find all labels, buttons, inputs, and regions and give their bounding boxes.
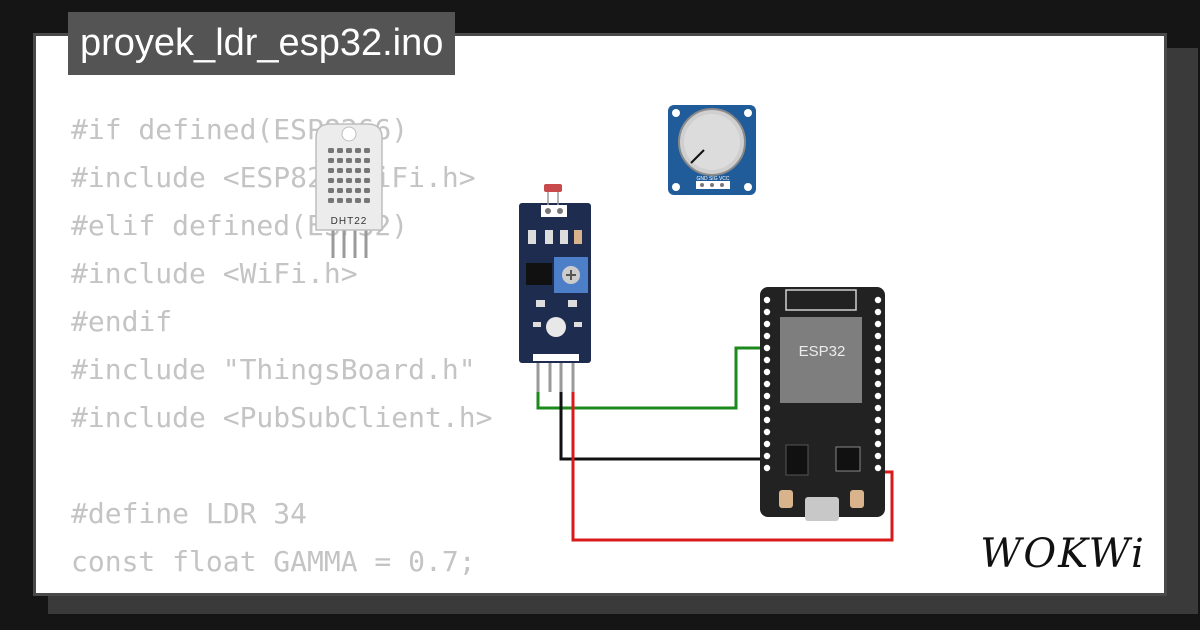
- esp32-pin: [763, 296, 771, 304]
- esp32-pin-headers: [763, 296, 882, 472]
- dht22-grille-hole: [364, 148, 370, 153]
- preview-card: #if defined(ESP8266)#include <ESP8266WiF…: [33, 33, 1167, 596]
- dht22-grille-hole: [328, 148, 334, 153]
- code-line: #include <WiFi.h>: [71, 257, 358, 290]
- dht22-grille-hole: [364, 158, 370, 163]
- potentiometer-pin-labels: GND SIG VCC: [696, 176, 729, 182]
- voltage-regulator: [785, 444, 809, 476]
- dht22-grille-hole: [328, 168, 334, 173]
- dht22-grille-hole: [355, 148, 361, 153]
- code-line: #include <PubSubClient.h>: [71, 401, 493, 434]
- dht22-grille-hole: [346, 198, 352, 203]
- potentiometer-module[interactable]: GND SIG VCC: [668, 105, 756, 195]
- esp32-pin: [874, 296, 882, 304]
- code-line: #include "ThingsBoard.h": [71, 353, 476, 386]
- esp32-pin: [874, 416, 882, 424]
- dht22-grille-hole: [337, 168, 343, 173]
- dht22-grille-hole: [364, 188, 370, 193]
- esp32-pin: [874, 332, 882, 340]
- esp32-pin: [874, 308, 882, 316]
- code-line: const float GAMMA = 0.7;: [71, 545, 476, 578]
- esp32-pin: [763, 308, 771, 316]
- esp32-module: [780, 317, 862, 403]
- dht22-grille-hole: [346, 148, 352, 153]
- wokwi-brand-text: WOKWi: [980, 531, 1146, 577]
- dht22-grille-hole: [337, 198, 343, 203]
- ldr-module[interactable]: [519, 184, 591, 392]
- dht22-grille-hole: [337, 158, 343, 163]
- esp32-pin: [874, 428, 882, 436]
- esp32-pin: [763, 404, 771, 412]
- dht22-grille: [328, 148, 370, 203]
- dht22-grille-hole: [364, 178, 370, 183]
- usb-chip: [835, 446, 861, 472]
- wires: [536, 346, 894, 542]
- potentiometer-knob-indicator: [690, 149, 705, 164]
- esp32-pin: [763, 428, 771, 436]
- esp32-pin: [874, 404, 882, 412]
- esp32-pin: [763, 332, 771, 340]
- esp32-pin: [874, 368, 882, 376]
- esp32-pin: [874, 380, 882, 388]
- esp32-pin: [763, 440, 771, 448]
- dht22-grille-hole: [337, 178, 343, 183]
- dht22-grille-hole: [355, 158, 361, 163]
- code-line: #define LDR 34: [71, 497, 308, 530]
- dht22-grille-hole: [328, 188, 334, 193]
- dht22-grille-hole: [364, 168, 370, 173]
- dht22-grille-hole: [346, 178, 352, 183]
- esp32-board[interactable]: ESP32: [760, 287, 885, 521]
- esp32-pin: [763, 344, 771, 352]
- wire-green: [536, 346, 765, 410]
- project-title: proyek_ldr_esp32.ino: [68, 12, 456, 75]
- esp32-pin: [874, 440, 882, 448]
- dht22-grille-hole: [355, 168, 361, 173]
- wokwi-logo: WOKWi: [980, 531, 1146, 577]
- dht22-grille-hole: [355, 178, 361, 183]
- esp32-pin: [763, 380, 771, 388]
- esp32-pin: [763, 356, 771, 364]
- dht22-grille-hole: [346, 168, 352, 173]
- esp32-pin: [763, 416, 771, 424]
- esp32-pin: [874, 452, 882, 460]
- dht22-grille-hole: [328, 198, 334, 203]
- micro-usb-port: [805, 497, 839, 521]
- dht22-grille-hole: [328, 178, 334, 183]
- en-button: [850, 490, 864, 508]
- dht22-grille-hole: [337, 148, 343, 153]
- esp32-pin: [763, 392, 771, 400]
- wire-red: [571, 390, 894, 542]
- esp32-pin: [874, 320, 882, 328]
- dht22-grille-hole: [364, 198, 370, 203]
- dht22-label: DHT22: [331, 216, 368, 227]
- ldr-sensor-head: [544, 184, 562, 192]
- dht22-grille-hole: [355, 198, 361, 203]
- esp32-pin: [874, 464, 882, 472]
- dht22-grille-hole: [346, 158, 352, 163]
- wire-black: [559, 390, 765, 461]
- esp32-pin: [763, 464, 771, 472]
- esp32-pin: [763, 320, 771, 328]
- dht22-grille-hole: [328, 158, 334, 163]
- dht22-grille-hole: [346, 188, 352, 193]
- esp32-pin: [874, 344, 882, 352]
- esp32-pin: [874, 356, 882, 364]
- esp32-pin: [763, 368, 771, 376]
- esp32-pin: [874, 392, 882, 400]
- dht22-sensor[interactable]: DHT22: [315, 123, 383, 258]
- dht22-grille-hole: [337, 188, 343, 193]
- esp32-label: ESP32: [799, 343, 846, 360]
- dht22-grille-hole: [355, 188, 361, 193]
- esp32-pin: [763, 452, 771, 460]
- boot-button: [779, 490, 793, 508]
- code-line: #endif: [71, 305, 173, 338]
